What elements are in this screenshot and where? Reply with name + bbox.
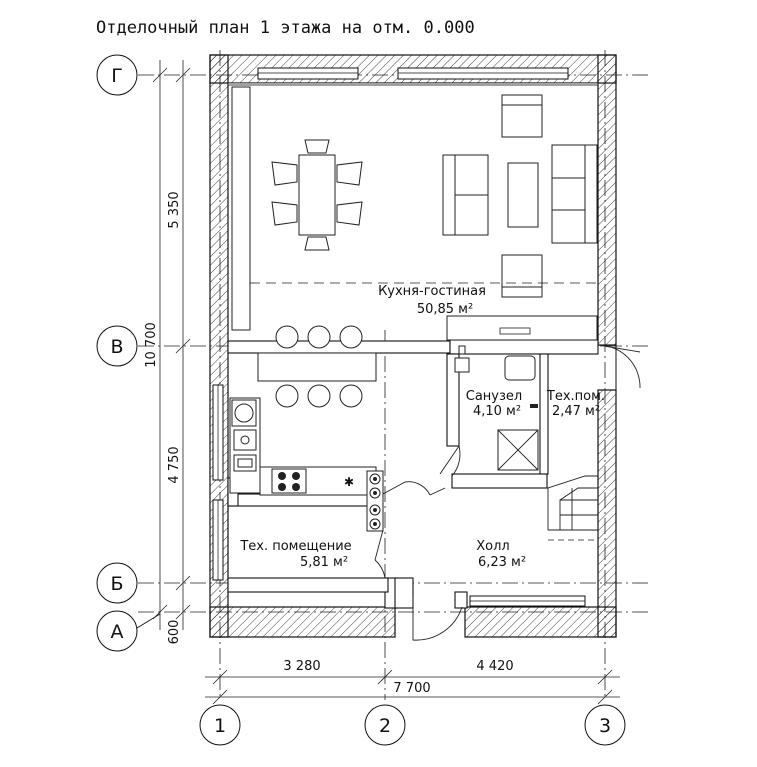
plan-title: Отделочный план 1 этажа на отм. 0.000 (96, 18, 475, 38)
room-label-techpom: Тех.пом. 2,47 м² (546, 389, 605, 419)
room-area-bath: 4,10 м² (473, 404, 521, 419)
left-windows (212, 384, 224, 581)
room-label-tech: Тех. помещение 5,81 м² (239, 539, 351, 570)
axis-label-g: Г (111, 65, 123, 87)
axis-bubble-g: Г (96, 54, 138, 96)
axis-bubble-2: 2 (364, 704, 406, 746)
dining-table (298, 154, 336, 236)
chair-right-1 (336, 161, 363, 186)
chair-bottom (304, 236, 330, 251)
chair-left-2 (271, 201, 298, 226)
dim-bottom-23: 4 420 (476, 659, 513, 674)
door-kitchen-hall (382, 481, 431, 496)
bathroom-fixtures (454, 345, 539, 471)
bottom-dimensions: 3 280 4 420 7 700 (205, 659, 620, 705)
door-entrance (412, 596, 463, 641)
kitchen-counter: ✱ (229, 397, 377, 496)
axis-label-1: 1 (214, 715, 226, 737)
dim-bottom-total: 7 700 (393, 681, 430, 696)
room-label-hall: Холл 6,23 м² (476, 539, 526, 570)
doors (374, 344, 641, 641)
bath-vent (454, 357, 470, 373)
dining-set (271, 139, 363, 251)
axis-label-b: Б (110, 573, 123, 595)
stairs (547, 475, 598, 531)
door-techpom-exterior (597, 344, 641, 389)
room-area-techpom: 2,47 м² (552, 404, 600, 419)
axis-label-v: В (110, 336, 123, 358)
room-area-tech: 5,81 м² (300, 555, 348, 570)
kitchen-island (257, 352, 377, 382)
chair-left-1 (271, 161, 298, 186)
axis-bubble-a: А (96, 610, 161, 652)
dim-left-ba: 600 (167, 620, 182, 645)
dim-bottom-12: 3 280 (283, 659, 320, 674)
axis-bubble-b: Б (96, 562, 138, 604)
axis-label-2: 2 (379, 715, 391, 737)
chair-top (304, 139, 330, 154)
sink-icon: ✱ (344, 475, 354, 489)
axis-bubble-v: В (96, 325, 138, 367)
room-name-kitchen: Кухня-гостиная (378, 284, 486, 299)
axis-bubble-1: 1 (199, 704, 241, 746)
bar-stools-top (275, 325, 363, 349)
room-label-kitchen: Кухня-гостиная 50,85 м² (378, 284, 486, 317)
axis-label-a: А (111, 621, 124, 643)
interior-walls (227, 339, 599, 609)
room-area-hall: 6,23 м² (478, 555, 526, 570)
bottom-window (469, 595, 586, 607)
bar-stools-bottom (275, 384, 363, 408)
dim-left-total: 10 700 (144, 322, 159, 368)
coffee-table (507, 162, 539, 228)
top-wall-face (227, 82, 599, 86)
top-windows (257, 67, 569, 80)
bar-counter (446, 315, 598, 341)
door-tech-room (374, 529, 386, 579)
dim-left-gv: 5 350 (167, 191, 182, 228)
room-name-bath: Санузел (466, 389, 522, 404)
chair-right-2 (336, 201, 363, 226)
living-set (442, 94, 598, 298)
door-bath (439, 445, 461, 477)
dim-left-vb: 4 750 (167, 446, 182, 483)
appliance-column (366, 470, 384, 532)
left-dimensions: 5 350 10 700 4 750 600 (144, 60, 191, 645)
room-area-kitchen: 50,85 м² (417, 302, 473, 317)
room-name-hall: Холл (476, 539, 509, 554)
room-label-bath: Санузел 4,10 м² (466, 389, 522, 419)
axis-label-3: 3 (599, 715, 611, 737)
wall-cabinet (231, 86, 251, 331)
room-name-techpom: Тех.пом. (546, 389, 605, 404)
room-name-tech: Тех. помещение (239, 539, 351, 554)
axis-bubble-3: 3 (584, 704, 626, 746)
toilet (504, 355, 536, 381)
cooktop (271, 468, 307, 494)
